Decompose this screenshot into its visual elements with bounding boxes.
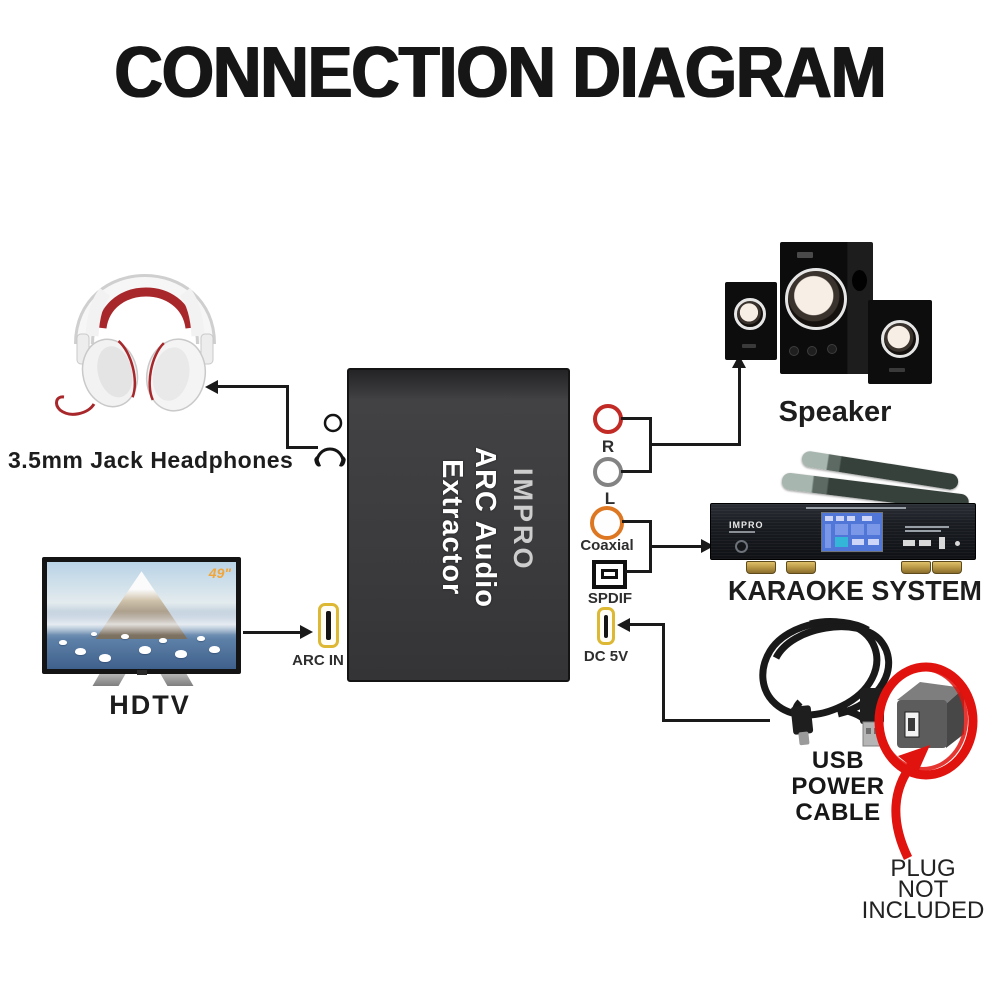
subwoofer-driver [785,268,847,330]
satellite-left-badge [742,344,756,348]
arc-in-port [318,603,339,648]
karaoke-foot-1 [746,561,776,574]
karaoke-front-panel: IMPRO [710,503,976,560]
speaker-label: Speaker [778,396,892,428]
tv-leg-left [92,674,126,686]
arrow-to-dc [617,618,630,632]
arrow-to-arc-in [300,625,313,639]
spdif-port-inner [601,569,618,579]
karaoke-label: KARAOKE SYSTEM [728,575,982,606]
rca-left-port [593,457,623,487]
arc-in-label: ARC IN [292,652,344,669]
micro-usb-connector [790,705,814,746]
wire-tv-arc [243,631,301,634]
headphone-jack-icon [314,413,346,467]
rca-right-port [593,404,623,434]
wire-dc-h1 [629,623,665,626]
wire-karaoke-h [649,545,702,548]
rca-left-label: L [604,489,616,508]
headphones-label: 3.5mm Jack Headphones [8,447,294,473]
usb-power-adapter [897,682,964,748]
wire-dc-h2 [662,719,770,722]
karaoke-brand-underline [729,531,755,533]
headphones-image [55,274,216,416]
wire-l-stub [621,470,652,473]
karaoke-power-knob [735,540,748,553]
coaxial-port [590,506,624,540]
sub-knob-3 [827,344,837,354]
karaoke-top-strip [806,507,906,509]
plug-highlight-arrow [891,745,930,860]
karaoke-foot-4 [932,561,962,574]
satellite-right-badge [889,368,905,372]
sub-knob-2 [807,346,817,356]
arc-audio-extractor-device: ARC Audio Extractor IMPRO [347,368,570,682]
karaoke-toggle [939,537,945,549]
plug-not-included-note: PLUG NOT INCLUDED [850,855,996,924]
karaoke-ir-dot [955,541,960,546]
tv-center-foot [137,670,147,675]
wire-r-stub [621,417,652,420]
wire-headphones-h2 [286,446,318,449]
karaoke-usb-port-2 [919,540,931,546]
wire-headphones-h [217,385,288,388]
karaoke-model-text2 [905,530,941,532]
device-name-text: ARC Audio Extractor [436,446,501,608]
device-brand-text: IMPRO [508,468,538,572]
plug-note-line3: INCLUDED [861,897,985,924]
usb-power-cable-image [759,618,978,860]
dc-5v-label: DC 5V [583,648,629,665]
usb-label-line1: USB [811,747,865,774]
subwoofer-port-hole [852,270,867,291]
subwoofer-logo [797,252,813,258]
usb-label-line3: CABLE [795,799,881,826]
tv-haze [47,611,236,635]
sub-knob-1 [789,346,799,356]
left-earcup [81,338,139,408]
karaoke-brand-text: IMPRO [729,520,764,530]
dc-5v-port [597,607,615,645]
satellite-left-driver [734,298,766,330]
wire-dc-v [662,623,665,722]
wire-speaker-v [738,367,741,446]
satellite-right-driver [881,320,919,358]
karaoke-screen [821,512,883,552]
plug-note-line2: NOT [897,876,949,903]
spdif-label: SPDIF [587,590,633,607]
arrow-to-headphones [205,380,218,394]
hdtv-label: HDTV [109,690,191,720]
right-earcup [145,338,207,412]
headphone-cable [55,395,96,416]
karaoke-image: IMPRO [698,444,983,580]
tv-screen: 49" [47,562,236,669]
usb-label-line2: POWER [791,773,885,800]
plug-note-line1: PLUG [890,855,956,882]
karaoke-model-text [905,526,949,528]
spdif-port [592,560,627,589]
coaxial-label: Coaxial [580,537,634,554]
page-title: CONNECTION DIAGRAM [114,31,886,113]
tv-size-badge: 49" [208,565,231,581]
wire-rl-h [649,443,741,446]
usb-cable-label: USB POWER CABLE [790,748,886,826]
plug-highlight-circle [874,662,978,780]
karaoke-usb-port-1 [903,540,915,546]
karaoke-foot-2 [786,561,816,574]
speaker-image [703,232,948,394]
hdtv-image: 49" [40,554,245,694]
tv-leg-right [160,674,194,686]
wire-spdif-stub [625,570,652,573]
rca-right-label: R [601,437,615,456]
wire-headphones-v [286,385,289,449]
wire-coax-stub [622,520,652,523]
karaoke-foot-3 [901,561,931,574]
